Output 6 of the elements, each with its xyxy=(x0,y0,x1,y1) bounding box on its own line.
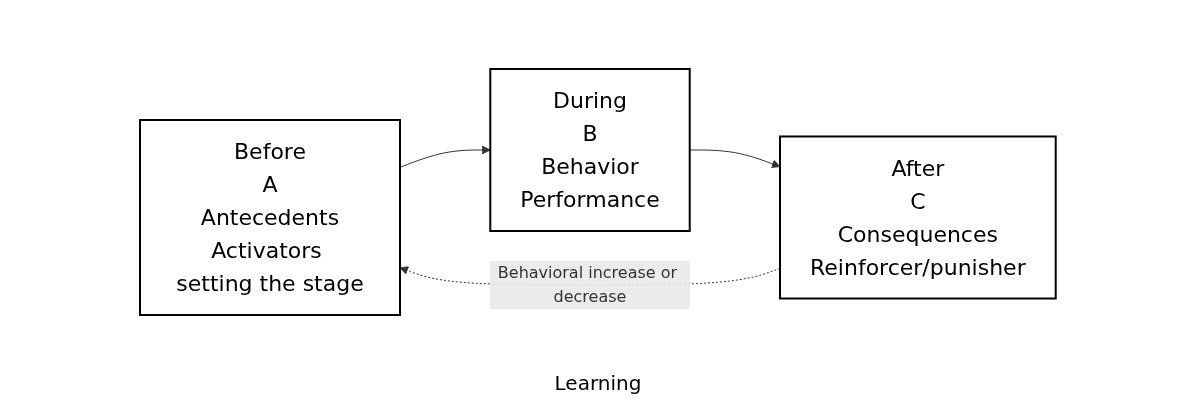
caption-text: Learning xyxy=(554,371,642,395)
node-box: After C Consequences Reinforcer/punisher xyxy=(779,135,1057,300)
edge-label: Behavioral increase or decrease xyxy=(497,263,678,306)
node-box: Before A Antecedents Activators setting the stage xyxy=(139,119,402,316)
node-box: During B Behavior Performance xyxy=(489,68,691,232)
arrow xyxy=(689,149,781,168)
